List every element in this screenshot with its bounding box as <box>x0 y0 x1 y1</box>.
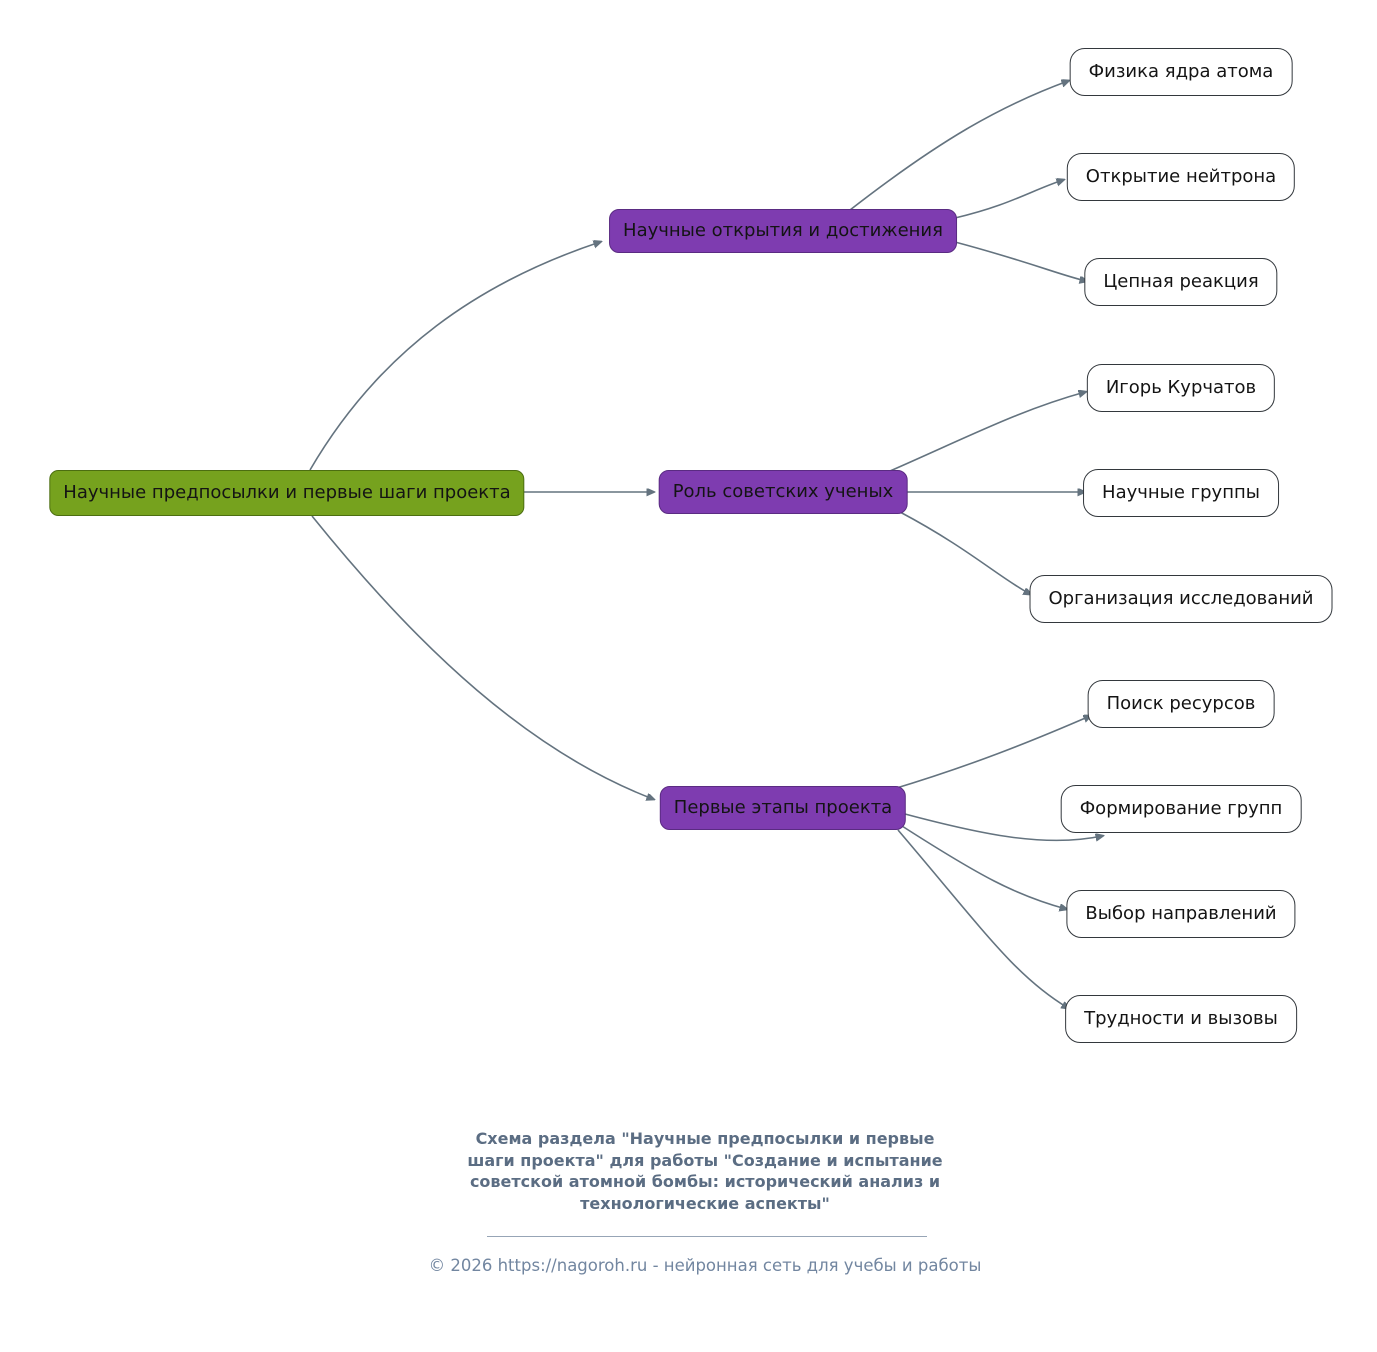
branch-node-discoveries: Научные открытия и достижения <box>609 209 957 253</box>
leaf-node-label: Научные группы <box>1102 482 1260 503</box>
branch-node-soviet-scientists: Роль советских ученых <box>658 470 908 514</box>
leaf-node: Цепная реакция <box>1084 258 1278 306</box>
branch-node-label: Первые этапы проекта <box>673 797 893 818</box>
leaf-node-label: Выбор направлений <box>1085 903 1277 924</box>
branch-node-label: Научные открытия и достижения <box>623 220 943 241</box>
edge-b1-l1 <box>849 81 1068 211</box>
edge-root-branch1 <box>309 242 600 471</box>
edge-b2-l4 <box>889 392 1085 472</box>
leaf-node: Организация исследований <box>1029 575 1333 623</box>
edge-b2-l6 <box>899 511 1030 594</box>
leaf-node-label: Физика ядра атома <box>1088 61 1274 82</box>
edge-b3-l7 <box>889 716 1090 791</box>
edge-b3-l8 <box>904 813 1102 840</box>
leaf-node: Поиск ресурсов <box>1087 680 1275 728</box>
leaf-node: Научные группы <box>1083 469 1279 517</box>
leaf-node: Формирование групп <box>1060 785 1302 833</box>
branch-node-label: Роль советских ученых <box>672 481 894 502</box>
leaf-node-label: Трудности и вызовы <box>1084 1008 1278 1029</box>
caption-divider <box>487 1236 927 1237</box>
edge-b1-l3 <box>954 241 1086 281</box>
edge-b1-l2 <box>954 180 1063 219</box>
leaf-node: Трудности и вызовы <box>1065 995 1297 1043</box>
leaf-node-label: Открытие нейтрона <box>1085 166 1277 187</box>
leaf-node-label: Игорь Курчатов <box>1105 377 1257 398</box>
diagram-caption: Схема раздела "Научные предпосылки и пер… <box>467 1129 943 1213</box>
leaf-node-label: Цепная реакция <box>1103 271 1259 292</box>
root-node-label: Научные предпосылки и первые шаги проект… <box>63 482 511 503</box>
leaf-node: Открытие нейтрона <box>1066 153 1296 201</box>
leaf-node: Физика ядра атома <box>1069 48 1293 96</box>
leaf-node-label: Организация исследований <box>1048 588 1314 609</box>
leaf-node-label: Поиск ресурсов <box>1106 693 1256 714</box>
root-node: Научные предпосылки и первые шаги проект… <box>49 470 525 516</box>
edge-root-branch3 <box>311 515 653 799</box>
leaf-node-label: Формирование групп <box>1079 798 1283 819</box>
edge-b3-l9 <box>901 825 1066 909</box>
edge-b3-l10 <box>897 829 1068 1008</box>
branch-node-first-stages: Первые этапы проекта <box>659 786 907 830</box>
copyright-footer: © 2026 https://nagoroh.ru - нейронная се… <box>428 1256 982 1275</box>
leaf-node: Выбор направлений <box>1066 890 1296 938</box>
leaf-node: Игорь Курчатов <box>1086 364 1276 412</box>
